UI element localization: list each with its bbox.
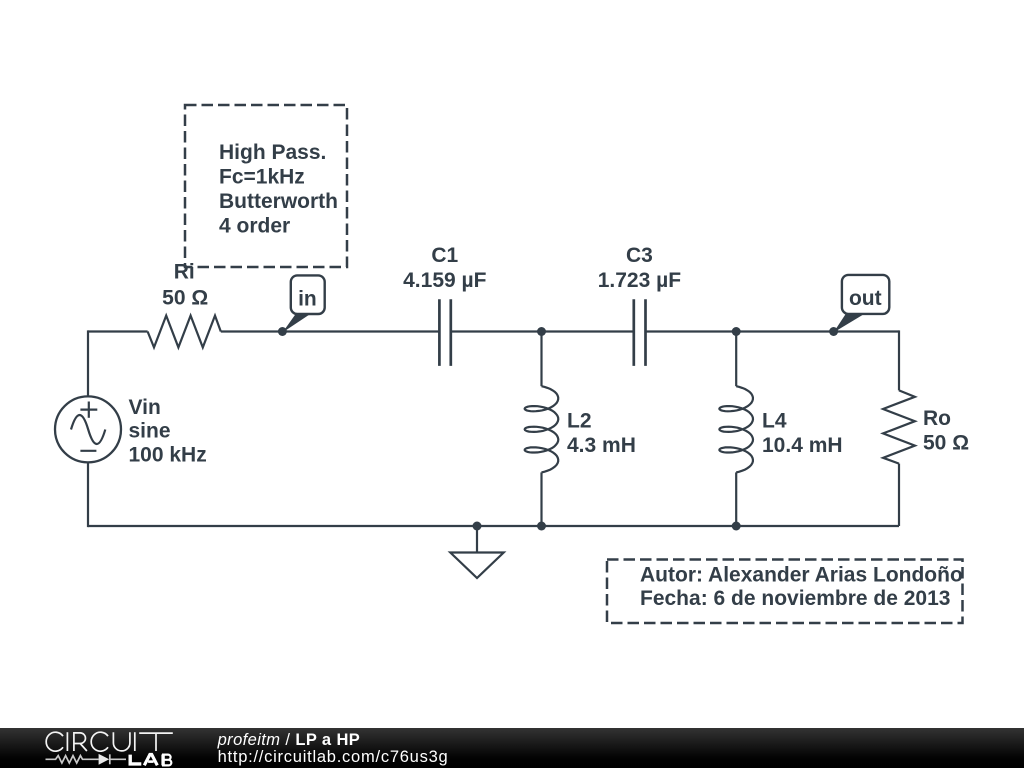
svg-text:Vin: Vin xyxy=(129,396,161,419)
svg-text:Ri: Ri xyxy=(174,261,195,284)
svg-text:Butterworth: Butterworth xyxy=(219,190,338,213)
svg-text:4 order: 4 order xyxy=(219,215,290,238)
svg-text:profeitm / LP a HP: profeitm / LP a HP xyxy=(217,731,361,749)
svg-text:L4: L4 xyxy=(762,410,787,433)
svg-text:out: out xyxy=(849,287,882,310)
svg-text:C1: C1 xyxy=(431,244,458,267)
svg-text:Fecha: 6 de noviembre de 2013: Fecha: 6 de noviembre de 2013 xyxy=(640,587,950,610)
svg-text:1.723 µF: 1.723 µF xyxy=(598,269,681,292)
svg-text:High Pass.: High Pass. xyxy=(219,141,326,164)
svg-text:100 kHz: 100 kHz xyxy=(129,444,207,467)
svg-text:4.3 mH: 4.3 mH xyxy=(567,434,636,457)
svg-text:sine: sine xyxy=(129,420,171,443)
svg-text:Autor: Alexander Arias Londoño: Autor: Alexander Arias Londoño xyxy=(640,564,963,587)
svg-text:50 Ω: 50 Ω xyxy=(923,432,969,455)
svg-text:http://circuitlab.com/c76us3g: http://circuitlab.com/c76us3g xyxy=(218,748,449,766)
svg-text:C3: C3 xyxy=(626,244,653,267)
svg-text:Ro: Ro xyxy=(923,407,951,430)
svg-text:L2: L2 xyxy=(567,410,592,433)
svg-text:Fc=1kHz: Fc=1kHz xyxy=(219,166,305,189)
svg-text:50 Ω: 50 Ω xyxy=(162,287,208,310)
svg-text:10.4 mH: 10.4 mH xyxy=(762,434,843,457)
svg-text:in: in xyxy=(298,288,317,311)
svg-text:4.159 µF: 4.159 µF xyxy=(403,269,486,292)
